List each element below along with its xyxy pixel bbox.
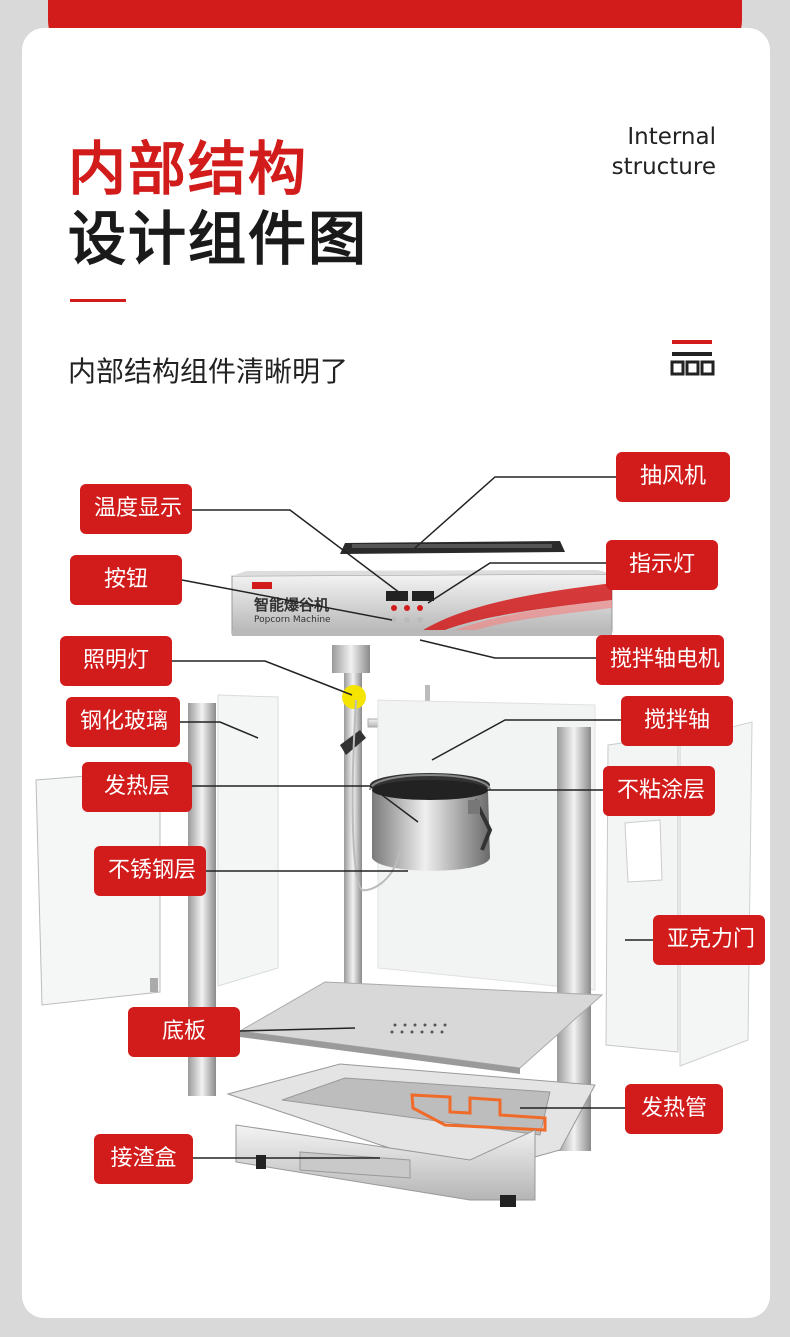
label-acrylic-door: 亚克力门 (653, 915, 765, 965)
accent-divider (70, 299, 126, 302)
label-fan: 抽风机 (616, 452, 730, 502)
title-line-1: 内部结构 (68, 135, 309, 203)
leader-heat (192, 785, 419, 823)
label-indicator: 指示灯 (606, 540, 718, 590)
label-steel-layer: 不锈钢层 (94, 846, 206, 896)
label-stir-motor: 搅拌轴电机 (596, 635, 724, 685)
brand-cn-text: 智能爆谷机 (254, 596, 329, 614)
leader-button (181, 579, 393, 621)
lamp (342, 685, 366, 709)
kettle (369, 773, 493, 871)
leader-stir-shaft (431, 719, 621, 761)
leader-temp (192, 509, 401, 594)
label-light: 照明灯 (60, 636, 172, 686)
label-residue-box: 接渣盒 (94, 1134, 193, 1184)
subtitle: 内部结构组件清晰明了 (68, 355, 349, 388)
left-glass-panel (217, 694, 279, 987)
label-glass: 钢化玻璃 (66, 697, 180, 747)
leader-light (172, 660, 353, 696)
fan-plate (340, 541, 565, 554)
label-stir-shaft: 搅拌轴 (621, 696, 733, 746)
menu-grid-icon (670, 340, 715, 376)
base-plate (238, 981, 604, 1074)
bottom-heating-tray (226, 1063, 596, 1207)
leader-glass (180, 721, 259, 739)
leader-fan (414, 476, 616, 549)
english-title-line-2: structure (611, 154, 716, 180)
english-title: Internal structure (516, 122, 716, 182)
label-heat-layer: 发热层 (82, 762, 192, 812)
label-base-plate: 底板 (128, 1007, 240, 1057)
label-temp-display: 温度显示 (80, 484, 192, 534)
leader-base (239, 1027, 356, 1032)
control-head: 智能爆谷机 Popcorn Machine (231, 570, 613, 636)
label-button: 按钮 (70, 555, 182, 605)
label-heat-tube: 发热管 (625, 1084, 723, 1134)
title-line-2: 设计组件图 (68, 205, 369, 273)
english-title-line-1: Internal (627, 124, 716, 150)
brand-en-text: Popcorn Machine (254, 615, 331, 625)
leader-stir-motor (419, 639, 596, 659)
right-front-post (557, 727, 591, 1151)
label-nonstick: 不粘涂层 (603, 766, 715, 816)
leader-indicator (427, 562, 606, 604)
